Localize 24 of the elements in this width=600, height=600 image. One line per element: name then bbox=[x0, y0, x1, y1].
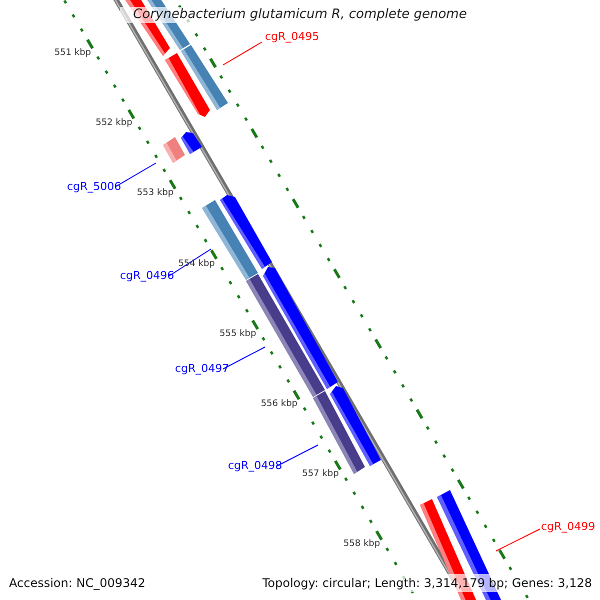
position-label: 556 kbp bbox=[260, 400, 298, 409]
gene-label: cgR_0498 bbox=[228, 460, 282, 471]
gene-label: cgR_0495 bbox=[265, 31, 320, 42]
gene-label: cgR_0496 bbox=[120, 270, 174, 281]
gene-label: cgR_0499 bbox=[541, 521, 596, 532]
gene-segment bbox=[181, 45, 228, 110]
gene-segment bbox=[163, 137, 185, 163]
leader-line bbox=[222, 42, 262, 66]
genome-summary-text: Topology: circular; Length: 3,314,179 bp; Genes: 3,128 bbox=[262, 574, 592, 592]
gene-segment bbox=[181, 132, 202, 154]
position-label: 552 kbp bbox=[96, 119, 132, 128]
position-label: 551 kbp bbox=[54, 49, 91, 58]
leader-line bbox=[276, 444, 318, 466]
position-label: 557 kbp bbox=[302, 470, 339, 480]
position-label: 553 kbp bbox=[136, 189, 174, 198]
gene-segment bbox=[220, 195, 272, 269]
gene-label: cgR_0497 bbox=[175, 363, 230, 374]
gene-label: cgR_5006 bbox=[67, 181, 122, 192]
leader-line bbox=[496, 528, 540, 552]
position-label: 558 kbp bbox=[343, 540, 380, 550]
leader-line bbox=[168, 248, 212, 276]
leader-line bbox=[114, 162, 156, 188]
leader-line bbox=[222, 346, 266, 370]
position-label: 555 kbp bbox=[220, 330, 256, 339]
